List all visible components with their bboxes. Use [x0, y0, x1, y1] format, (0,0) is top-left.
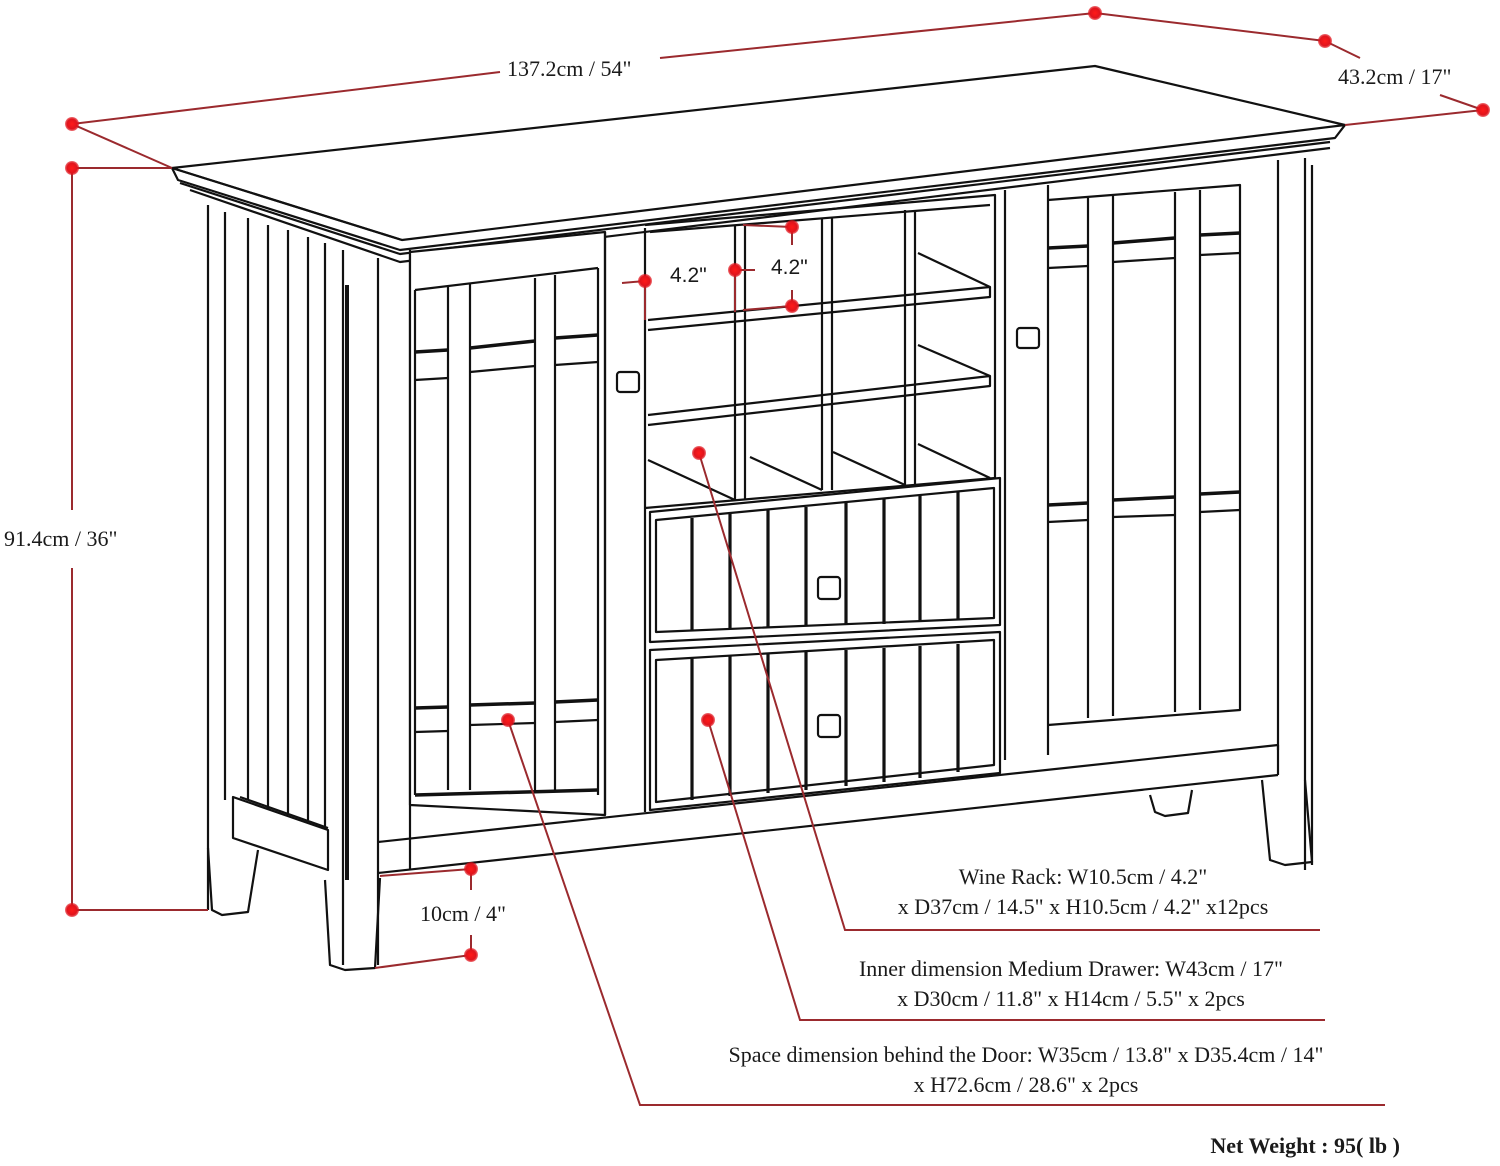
wine-cell-width-label: 4.2" — [670, 264, 707, 287]
marker-dot-icon — [701, 713, 715, 727]
cabinet-drawing — [170, 64, 1347, 972]
top-drawer-knob-icon — [816, 575, 842, 601]
marker-dot-icon — [692, 446, 706, 460]
marker-dot-icon — [638, 274, 652, 288]
marker-dot-icon — [728, 263, 742, 277]
drawers — [648, 476, 1002, 812]
net-weight-label: Net Weight : 95( lb ) — [1210, 1133, 1400, 1158]
door-space-note-line1: Space dimension behind the Door: W35cm /… — [728, 1042, 1324, 1067]
marker-dot-icon — [65, 903, 79, 917]
left-door-knob-icon — [615, 370, 641, 394]
door-space-note-line2: x H72.6cm / 28.6" x 2pcs — [913, 1072, 1139, 1097]
drawer-slats — [690, 492, 960, 800]
wine-rack — [644, 193, 997, 510]
marker-dot-icon — [501, 713, 515, 727]
marker-dot-icon — [785, 220, 799, 234]
marker-dot-icon — [464, 862, 478, 876]
marker-dot-icon — [1476, 103, 1490, 117]
drawer-note-line2: x D30cm / 11.8" x H14cm / 5.5" x 2pcs — [897, 986, 1245, 1011]
leg-clearance-label: 10cm / 4" — [420, 901, 506, 926]
left-door — [408, 228, 647, 817]
right-door-knob-icon — [1015, 326, 1041, 350]
marker-dot-icon — [785, 299, 799, 313]
bottom-drawer-knob-icon — [816, 713, 842, 739]
drawer-note: Inner dimension Medium Drawer: W43cm / 1… — [815, 954, 1327, 1014]
dimension-markers — [65, 6, 1490, 962]
marker-dot-icon — [65, 117, 79, 131]
wine-rack-note: Wine Rack: W10.5cm / 4.2" x D37cm / 14.5… — [858, 862, 1308, 922]
wine-rack-note-line2: x D37cm / 14.5" x H10.5cm / 4.2" x12pcs — [897, 894, 1269, 919]
marker-dot-icon — [464, 948, 478, 962]
drawer-note-line1: Inner dimension Medium Drawer: W43cm / 1… — [858, 956, 1284, 981]
wine-rack-note-line1: Wine Rack: W10.5cm / 4.2" — [958, 864, 1208, 889]
door-space-note: Space dimension behind the Door: W35cm /… — [664, 1040, 1388, 1100]
depth-label: 43.2cm / 17" — [1338, 64, 1452, 89]
marker-dot-icon — [1088, 6, 1102, 20]
wine-cell-height-label: 4.2" — [771, 256, 808, 279]
left-side-panel — [206, 205, 349, 965]
width-label: 137.2cm / 54" — [507, 56, 632, 81]
marker-dot-icon — [65, 161, 79, 175]
marker-dot-icon — [1318, 34, 1332, 48]
cabinet-top — [170, 64, 1347, 264]
height-label: 91.4cm / 36" — [4, 526, 118, 551]
right-door — [1003, 183, 1242, 760]
